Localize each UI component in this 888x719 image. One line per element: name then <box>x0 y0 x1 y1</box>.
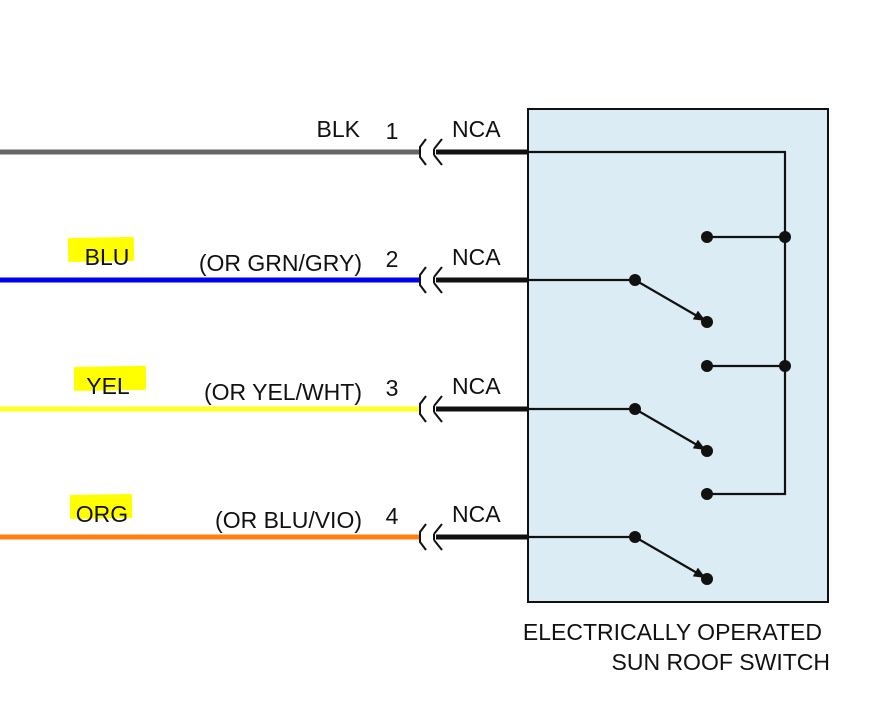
pivot-dot <box>629 274 641 286</box>
wire-color-code: ORG <box>76 501 128 527</box>
wire-alt-color: (OR BLU/VIO) <box>215 507 362 533</box>
contact-dot <box>701 231 713 243</box>
wire-alt-color: (OR GRN/GRY) <box>199 250 362 276</box>
wire-3: YEL (OR YEL/WHT) 3 NCA <box>0 365 528 423</box>
contact-dot <box>701 360 713 372</box>
switch-internal-circuit <box>528 150 787 579</box>
contact-dot <box>701 316 713 328</box>
pivot-dot <box>629 531 641 543</box>
wire-2: BLU (OR GRN/GRY) 2 NCA <box>0 236 528 294</box>
contact-dot <box>701 445 713 457</box>
connector-female-icon <box>419 266 427 294</box>
junction-dot <box>779 360 791 372</box>
contact-dot <box>701 573 713 585</box>
highlight-mark <box>73 365 147 391</box>
connector-label: NCA <box>452 373 501 399</box>
wire-color-code: YEL <box>86 373 130 399</box>
junction-dot <box>779 231 791 243</box>
connector-male-icon <box>433 523 443 551</box>
wire-color-code: BLK <box>317 116 361 142</box>
contact-dot <box>701 488 713 500</box>
switch-body <box>527 108 829 603</box>
switch-blade-4 <box>634 536 706 579</box>
wire-1: BLK 1 NCA <box>0 116 528 166</box>
pin-number: 3 <box>386 375 399 401</box>
connector-label: NCA <box>452 501 501 527</box>
wire-4: ORG (OR BLU/VIO) 4 NCA <box>0 493 528 551</box>
component-caption-line1: ELECTRICALLY OPERATED <box>523 619 822 645</box>
connector-label: NCA <box>452 244 501 270</box>
pin-number: 1 <box>386 118 399 144</box>
connector-male-icon <box>433 395 443 423</box>
component-caption-line2: SUN ROOF SWITCH <box>612 649 831 675</box>
switch-blade-2 <box>634 279 706 322</box>
switch-blade-3 <box>634 408 706 451</box>
connector-label: NCA <box>452 116 501 142</box>
connector-male-icon <box>433 266 443 294</box>
switch-contacts <box>629 231 791 585</box>
pivot-dot <box>629 403 641 415</box>
highlight-mark <box>69 493 133 519</box>
connector-female-icon <box>419 523 427 551</box>
pin-number: 2 <box>386 246 399 272</box>
connector-female-icon <box>419 395 427 423</box>
connector-female-icon <box>419 138 427 166</box>
wire-color-code: BLU <box>85 244 130 270</box>
pin-number: 4 <box>386 503 399 529</box>
wire-alt-color: (OR YEL/WHT) <box>204 379 362 405</box>
common-bus-line <box>528 150 787 496</box>
highlight-mark <box>67 236 135 262</box>
connector-male-icon <box>433 138 443 166</box>
